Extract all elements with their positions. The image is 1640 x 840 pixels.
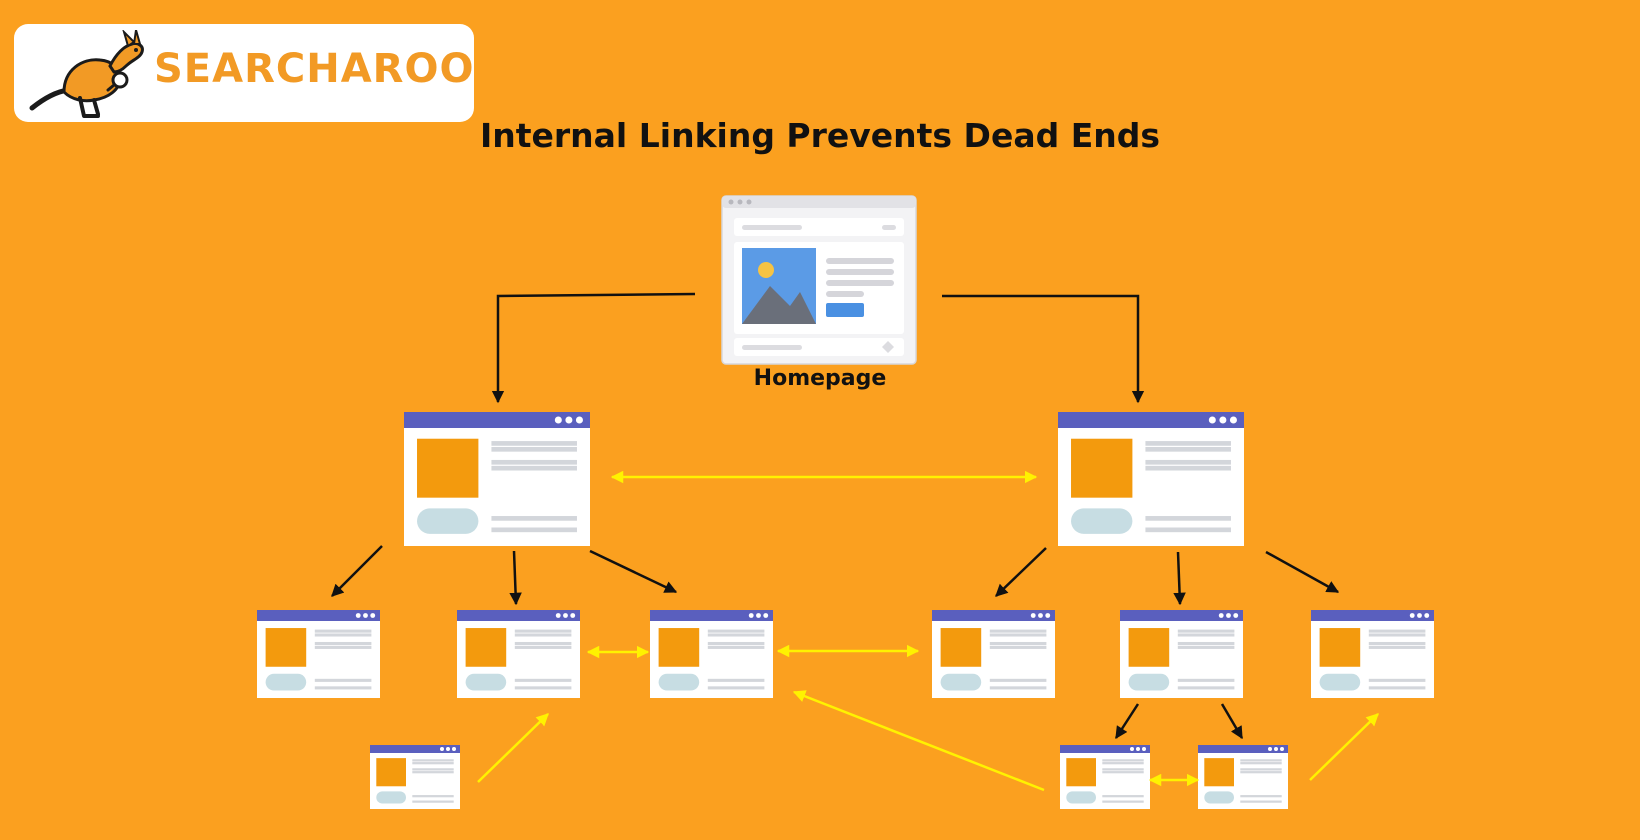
hierarchy-link (1265, 550, 1340, 594)
page-node-level2 (650, 610, 773, 698)
hierarchy-link (995, 547, 1047, 597)
page-node-level2 (457, 610, 580, 698)
page-node-level1-right (1058, 412, 1244, 546)
page-node-level1-left (404, 412, 590, 546)
image-placeholder-icon (742, 248, 816, 324)
internal-link (477, 713, 549, 783)
page-node-level2 (257, 610, 380, 698)
page-node-level2 (932, 610, 1055, 698)
page-node-orphan (370, 745, 460, 809)
hierarchy-link (491, 292, 696, 404)
kangaroo-icon (29, 30, 144, 118)
page-node-level3 (1198, 745, 1288, 809)
page-node-level2 (1311, 610, 1434, 698)
internal-link (792, 690, 1045, 792)
page-node-level3 (1060, 745, 1150, 809)
hierarchy-link (509, 550, 522, 606)
brand-logo: SEARCHAROO (14, 24, 474, 122)
hierarchy-link (1173, 551, 1186, 606)
hierarchy-link (1220, 703, 1244, 740)
homepage-label: Homepage (753, 366, 887, 391)
internal-link (1309, 713, 1379, 781)
brand-name: SEARCHAROO (154, 46, 475, 92)
homepage-node (721, 195, 917, 365)
diagram-title: Internal Linking Prevents Dead Ends (479, 116, 1161, 155)
hierarchy-link (589, 549, 678, 594)
page-node-level2 (1120, 610, 1243, 698)
hierarchy-link (331, 545, 383, 597)
hierarchy-link (1114, 703, 1140, 740)
internal-links (477, 470, 1379, 792)
hierarchy-link (942, 294, 1145, 404)
hierarchy-links (331, 292, 1340, 740)
